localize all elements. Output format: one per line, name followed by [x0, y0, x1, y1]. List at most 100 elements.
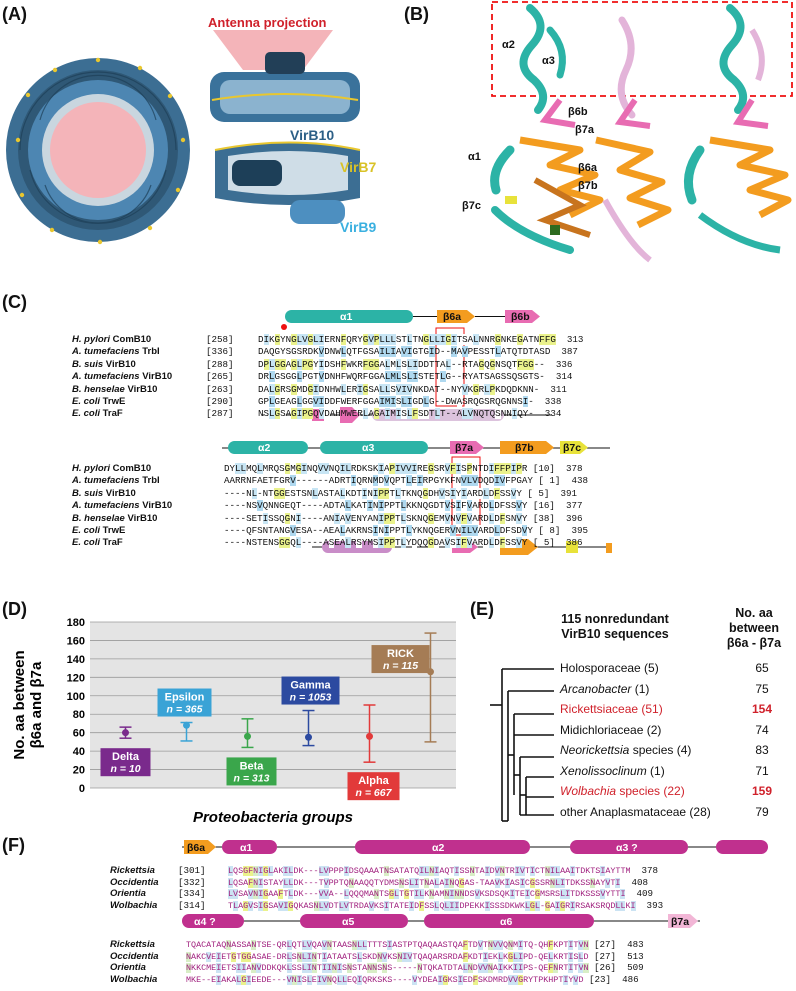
- c-strand-b7c: [560, 441, 588, 454]
- sequence: DAQGYSGSRDKVDNWLQTFGSAILIAVIGTGID--MAVPE…: [258, 346, 551, 358]
- species-name: Orientia: [110, 888, 146, 900]
- b-label-b6b: β6b: [568, 106, 588, 118]
- sequence: ----NSVQNNGEQT----ADTALKATINIPPTLKKNQGDT…: [224, 500, 528, 512]
- mean-point: [183, 721, 190, 729]
- protein-name: TrwE: [99, 396, 126, 407]
- e-row-value: 71: [755, 763, 769, 778]
- y-tick-label: 120: [67, 672, 85, 684]
- c-bot-ss-b7a: β7a: [455, 442, 473, 454]
- e-title-line1: 115 nonredundant: [561, 612, 669, 626]
- row-start: [287]: [206, 408, 234, 420]
- f-bot-ss-a5: α5: [342, 916, 354, 928]
- core-complex-side-view: [210, 30, 360, 122]
- row-start: [290]: [206, 396, 234, 407]
- panel-f-ss-tracks: β6a α1 α2 α3 ? α4 ? α5 α6 β7a: [182, 840, 768, 928]
- e-row: Midichloriaceae (2)74: [560, 723, 790, 737]
- row-end: 393: [635, 899, 664, 911]
- b-label-a3: α3: [542, 55, 555, 67]
- row-end: 483: [616, 939, 644, 950]
- protein-name: VirB10: [103, 358, 136, 370]
- row-start: [288]: [206, 358, 234, 370]
- antenna-pore-circle: [50, 102, 146, 198]
- e-row-value: 74: [755, 722, 769, 737]
- series-label-box: [226, 757, 277, 786]
- b-label-b7b: β7b: [578, 180, 598, 192]
- row-start: [258]: [206, 334, 234, 345]
- species-name: E. coli: [72, 396, 100, 407]
- series-n: n = 1053: [290, 692, 332, 704]
- row-end: 378: [630, 865, 659, 876]
- species-name: B. suis: [72, 358, 104, 370]
- panel-b-figure: α2 α3 β6b β7a α1 β6a β7b β7c: [462, 1, 793, 263]
- row-post: [10]: [527, 463, 555, 474]
- f-helix-a2: [355, 840, 530, 854]
- series-name: Gamma: [290, 680, 331, 692]
- y-tick-label: 40: [73, 746, 85, 758]
- block1-row: H. pylori ComB10[258]DIKGYNGLVGLIERNFQRY…: [72, 329, 583, 347]
- species-name: B. henselae: [72, 383, 125, 395]
- protein-name: VirB10: [139, 371, 173, 383]
- f-helix-a3: [570, 840, 688, 854]
- c-strand-b7a: [450, 441, 484, 454]
- antenna-projection-label: Antenna projection: [208, 15, 327, 30]
- c-helix-a2: [228, 441, 308, 454]
- protein-name: TraF: [99, 408, 123, 420]
- mean-point: [122, 729, 129, 737]
- b-label-a1: α1: [468, 151, 481, 163]
- species-name: H. pylori: [72, 334, 111, 345]
- sequence: DYLLMQLMRQSGMGINQVVNQILRDKSKIAPIVVIREGSR…: [224, 463, 528, 474]
- row-end: 395: [560, 525, 589, 536]
- sequence: TQACATAQNASSANTSE-QRLQTLVQAVNTAASNLLTTTS…: [186, 940, 589, 950]
- series-label-box: [371, 645, 430, 674]
- series-label-box: [347, 772, 400, 801]
- e-col1: No. aa: [735, 606, 773, 620]
- block1-row: A. tumefaciens VirB10[265]DRLGSGGLPGTVDN…: [72, 366, 572, 384]
- e-row-value: 75: [755, 681, 769, 696]
- y-tick-label: 180: [67, 617, 85, 629]
- core-complex-cutaway-view: [214, 141, 361, 224]
- series-n: n = 365: [167, 704, 203, 716]
- chart-xlabel: Proteobacteria groups: [193, 809, 353, 826]
- row-start: [334]: [178, 888, 206, 900]
- series-name: Beta: [240, 760, 265, 772]
- c-bot-ss-a2: α2: [258, 442, 270, 454]
- sequence: ----SETISSQGNI----ANIAVENYANIPPTLSKNQGEM…: [224, 512, 528, 524]
- series-n: n = 313: [234, 772, 270, 784]
- protein-name: TrbI: [139, 475, 160, 487]
- species-name: Rickettsia: [110, 865, 155, 876]
- row-label: E. coli TraF: [72, 403, 206, 421]
- e-row-value: 159: [751, 784, 773, 798]
- e-row-value: 83: [755, 743, 769, 757]
- panel-label-d: (D): [2, 599, 27, 619]
- sequence: NAKCVEIETGTGGASAE-DRLSNLINTIATAATSLSKDNV…: [186, 951, 589, 962]
- species-name: Rickettsia: [110, 939, 155, 950]
- panel-a-figure: Antenna projection VirB10 VirB7 VirB9: [6, 15, 377, 245]
- e-col2: between: [728, 621, 779, 635]
- row-end: 409: [625, 888, 654, 900]
- row-start: [336]: [206, 346, 234, 358]
- f-bot-ss-a4: α4 ?: [194, 916, 216, 928]
- protein-name: VirB10: [139, 500, 173, 512]
- e-row-label: Wolbachia species (22): [560, 784, 685, 798]
- e-col-header: No. aa between β6a - β7a: [718, 606, 790, 651]
- species-name: Wolbachia: [110, 973, 158, 985]
- mean-point: [305, 733, 312, 741]
- row-start: [263]: [206, 383, 234, 395]
- sequence: LQSAFNISTAYLLDK---TVPPTQNAAQQTYDMSNSLITN…: [228, 877, 621, 888]
- f-block1-row: Wolbachia[314]TLAGVSIGSAVIGQKASNLVDTLVTR…: [110, 895, 663, 913]
- e-tree: [490, 668, 554, 822]
- e-row: Holosporaceae (5)65: [560, 661, 790, 675]
- e-row-label: Neorickettsia species (4): [560, 743, 691, 757]
- protein-name: ComB10: [110, 463, 152, 474]
- species-name: Wolbachia: [110, 899, 158, 911]
- species-name: E. coli: [72, 525, 100, 536]
- row-end: 391: [549, 487, 577, 499]
- c-top-ss-a1: α1: [340, 311, 352, 323]
- sequence: GPLGEAGLGGVIDDFWERFGGAIMISLIGDLG--DWASRQ…: [258, 396, 534, 407]
- row-post: [ 8]: [532, 525, 561, 536]
- f-top-ss-a3: α3 ?: [616, 842, 638, 854]
- sequence: NSLGSAGIPGQVDAHMWERLAGAIMISLFSDTLT--ALVN…: [258, 408, 534, 420]
